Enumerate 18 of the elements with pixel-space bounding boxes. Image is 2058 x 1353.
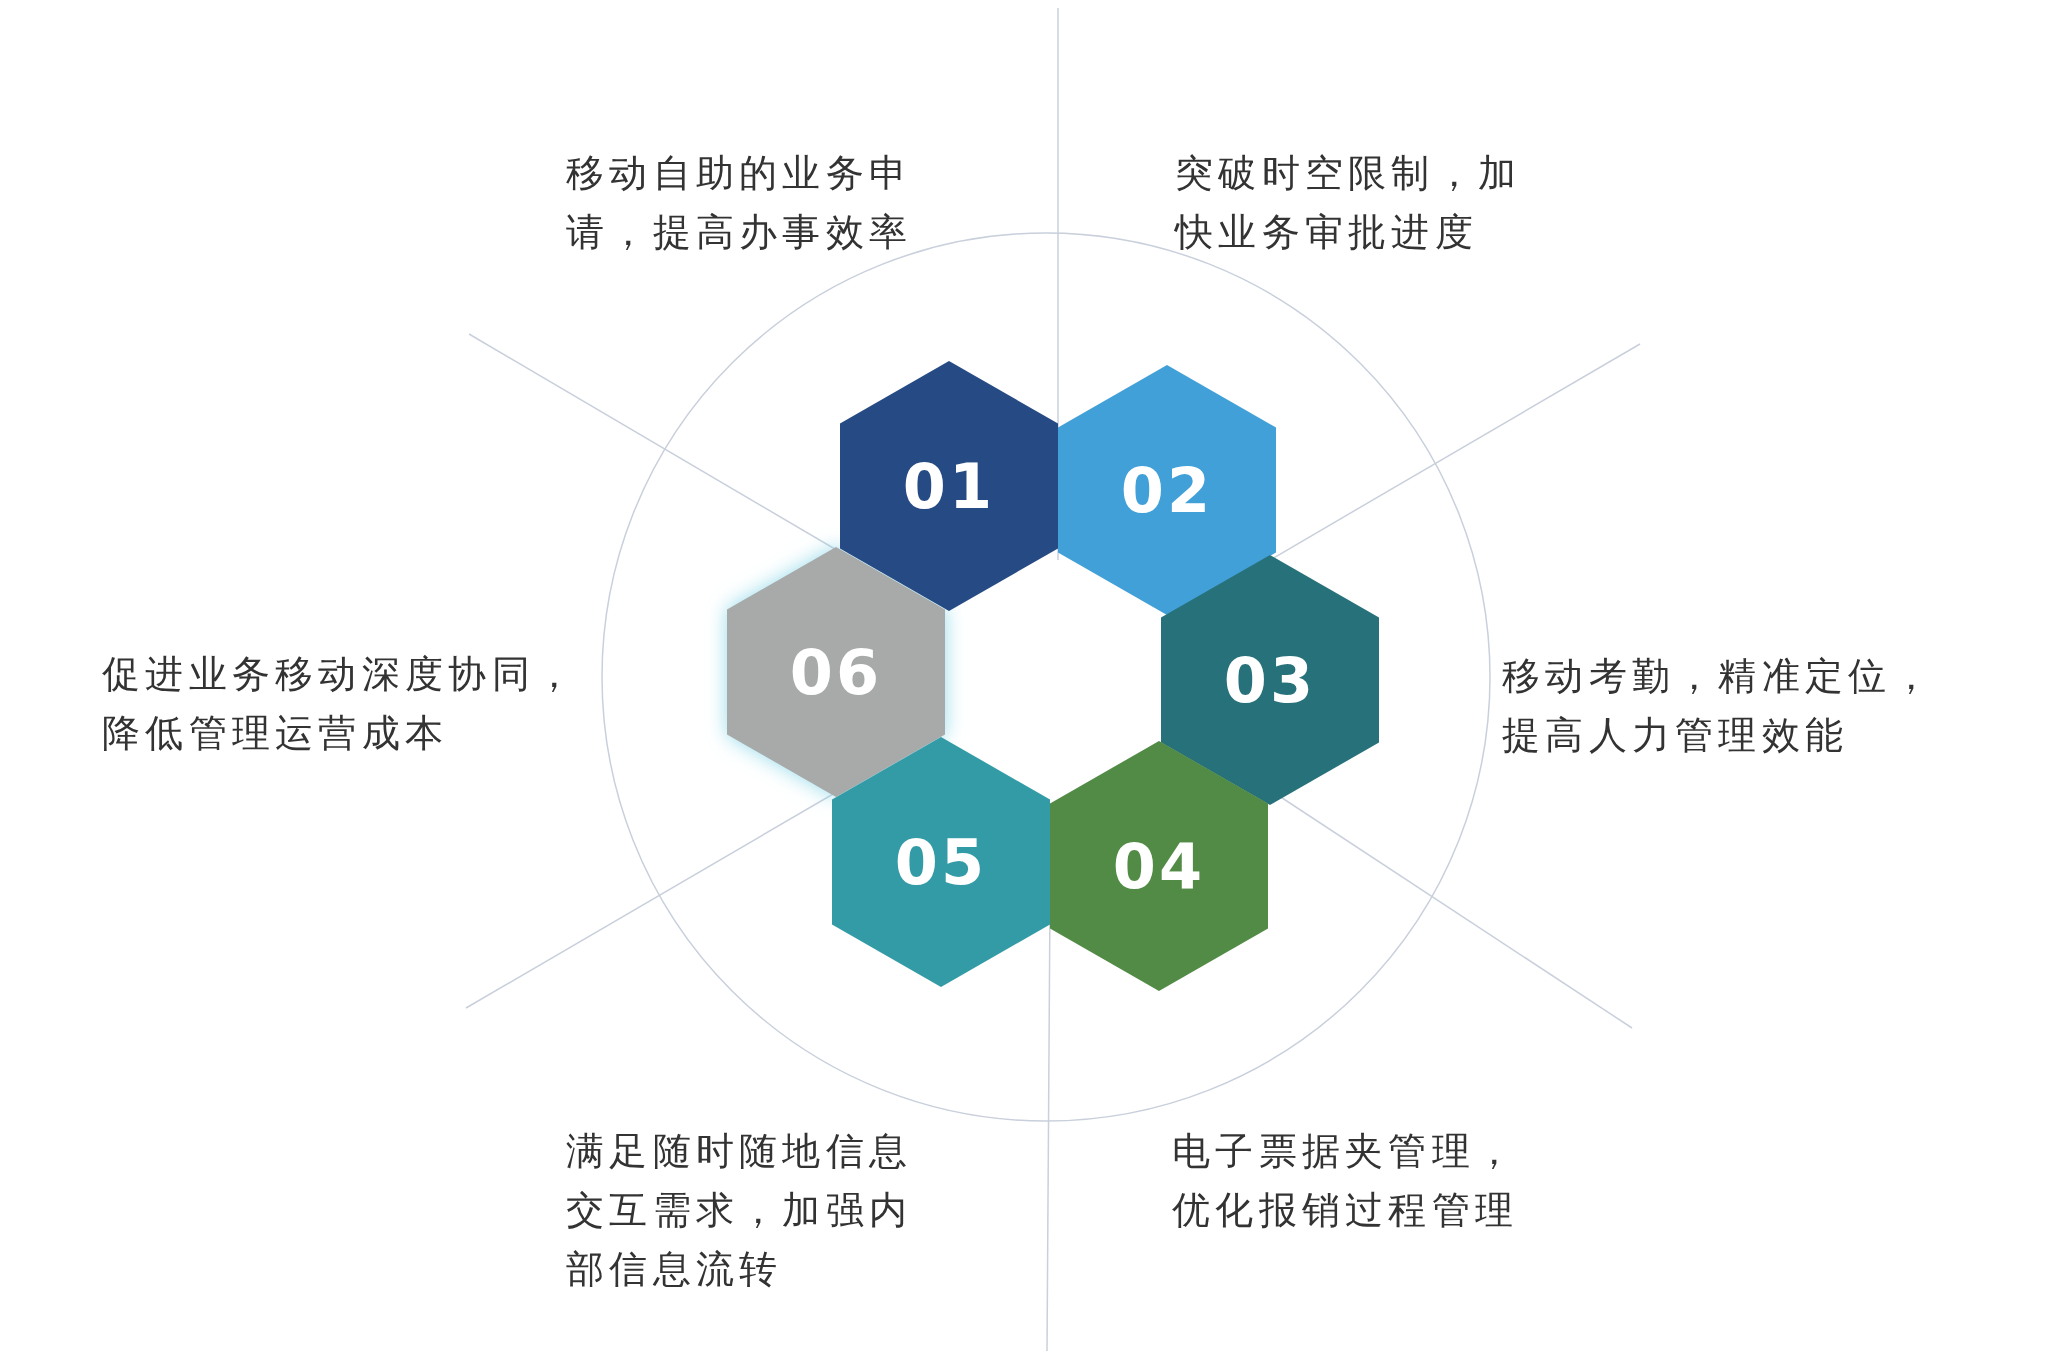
number-label: 06 bbox=[789, 635, 883, 709]
number-label: 03 bbox=[1223, 643, 1317, 717]
description-text: 突破时空限制，加快业务审批进度 bbox=[1175, 150, 1523, 256]
number-label: 01 bbox=[902, 449, 996, 523]
description-text: 移动自助的业务申请，提高办事效率 bbox=[566, 150, 914, 256]
description-text: 移动考勤，精准定位，提高人力管理效能 bbox=[1502, 653, 1936, 759]
hexagon bbox=[1058, 365, 1276, 615]
hexagon bbox=[1161, 555, 1379, 805]
description-text: 电子票据夹管理，优化报销过程管理 bbox=[1172, 1128, 1520, 1234]
hexagon bbox=[1050, 741, 1268, 991]
description-text: 促进业务移动深度协同，降低管理运营成本 bbox=[102, 651, 580, 757]
hexagon bbox=[727, 547, 945, 797]
number-label: 02 bbox=[1120, 453, 1214, 527]
number-label: 05 bbox=[894, 825, 988, 899]
hexagon bbox=[832, 737, 1050, 987]
number-label: 04 bbox=[1112, 829, 1206, 903]
hexagon bbox=[840, 361, 1058, 611]
description-text: 满足随时随地信息交互需求，加强内部信息流转 bbox=[566, 1128, 914, 1293]
